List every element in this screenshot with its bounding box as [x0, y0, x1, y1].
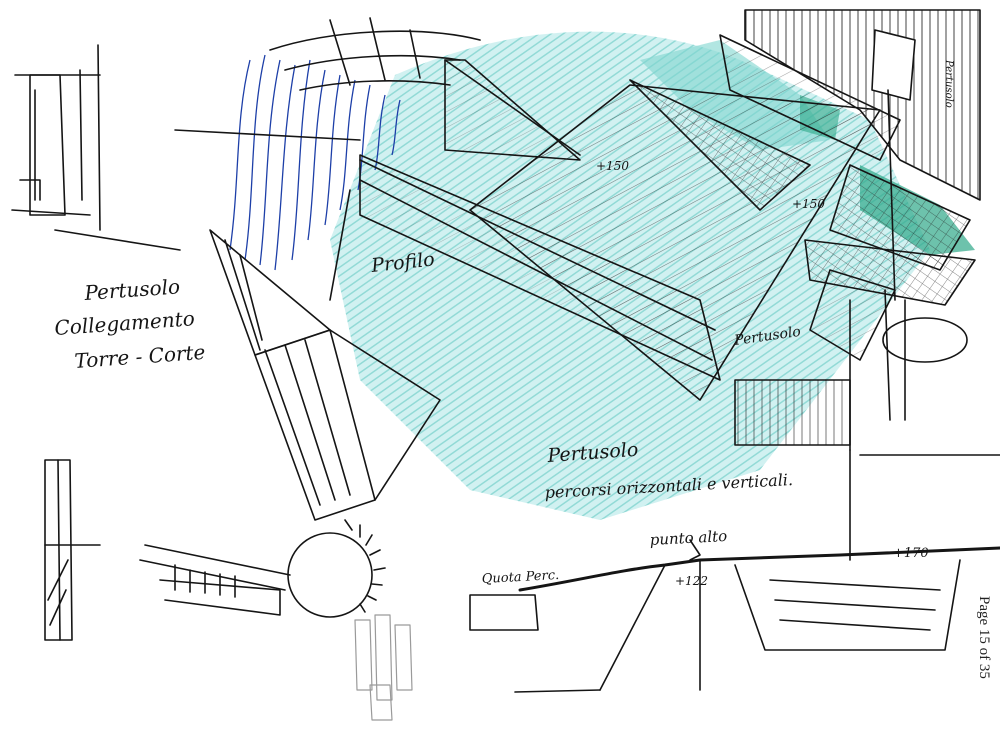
level-150-b: +150: [792, 197, 825, 211]
label-quota-perc: Quota Perc.: [481, 568, 559, 587]
ink-linework: [11, 9, 1000, 721]
note-top-line2: Collegamento: [54, 306, 196, 340]
note-top-line3: Torre - Corte: [74, 340, 206, 373]
blue-pencil-hatching: [229, 54, 401, 271]
note-top-line1: Pertusolo: [83, 274, 181, 305]
label-punto-alto: punto alto: [649, 527, 727, 549]
annotations: Pertusolo Collegamento Torre - Corte Pro…: [54, 59, 954, 588]
level-170: +170: [893, 546, 929, 561]
page-number: Page 15 of 35: [976, 596, 992, 679]
level-122: +122: [675, 574, 708, 588]
edge-text: Pertusolo: [943, 59, 954, 108]
level-150-a: +150: [596, 159, 629, 173]
